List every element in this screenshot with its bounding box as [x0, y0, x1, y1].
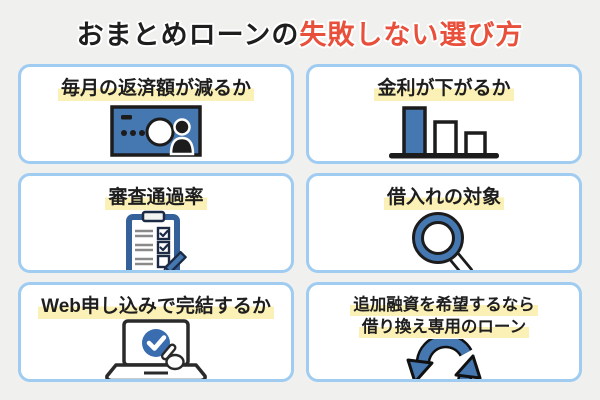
checklist-icon: [126, 210, 187, 270]
card-title: 追加融資を希望するなら 借り換え専用のローン: [350, 294, 538, 339]
card-title-line: 借入れの対象: [383, 187, 504, 210]
card-title-line: Web申し込みで完結するか: [38, 296, 274, 319]
card-title: 借入れの対象: [383, 185, 504, 210]
card-title-line: 追加融資を希望するなら: [350, 296, 538, 316]
card-title-line: 金利が下がるか: [374, 78, 514, 101]
card-title: Web申し込みで完結するか: [38, 294, 274, 319]
icon-wrap: [21, 319, 291, 379]
card-borrowing-target: 借入れの対象: [306, 173, 582, 273]
cash-card-icon: [110, 105, 202, 157]
card-title-line: 審査通過率: [105, 187, 207, 210]
icon-wrap: [309, 101, 579, 161]
magnifier-icon: [412, 212, 474, 270]
laptop-check-icon: [105, 319, 207, 379]
card-screening-pass-rate: 審査通過率: [18, 173, 294, 273]
card-web-application: Web申し込みで完結するか: [18, 282, 294, 382]
card-monthly-repayment: 毎月の返済額が減るか: [18, 64, 294, 164]
page-title-black-part: おまとめローンの: [76, 19, 300, 50]
icon-wrap: [309, 210, 579, 270]
card-title: 審査通過率: [105, 185, 207, 210]
card-title-line: 借り換え専用のローン: [358, 318, 530, 339]
icon-wrap: [21, 101, 291, 161]
icon-wrap: [309, 338, 579, 379]
icon-wrap: [21, 210, 291, 270]
card-title: 毎月の返済額が減るか: [57, 76, 254, 101]
page-title-red-part: 失敗しない選び方: [299, 19, 524, 50]
refresh-arrows-icon: [406, 338, 482, 379]
card-title: 金利が下がるか: [374, 76, 514, 101]
card-refinance-only-loan: 追加融資を希望するなら 借り換え専用のローン: [306, 282, 582, 382]
card-grid: 毎月の返済額が減るか 金利が下がるか: [18, 64, 582, 382]
decreasing-bar-chart-icon: [389, 106, 499, 159]
page-title: おまとめローンの失敗しない選び方: [0, 0, 600, 64]
card-interest-rate: 金利が下がるか: [306, 64, 582, 164]
card-title-line: 毎月の返済額が減るか: [57, 78, 254, 101]
